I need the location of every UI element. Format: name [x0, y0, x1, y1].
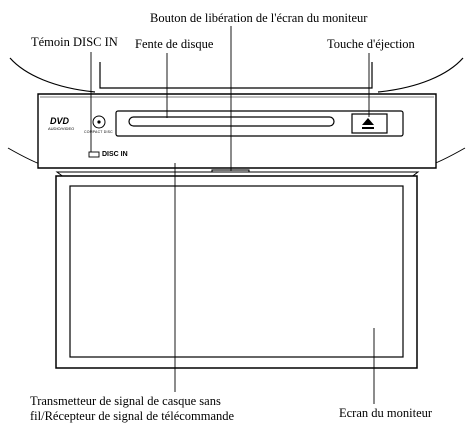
disc-slot: [128, 116, 335, 127]
label-transmitter-line2: fil/Récepteur de signal de télécommande: [30, 409, 235, 423]
label-disc-slot: Fente de disque: [135, 37, 214, 51]
disc-in-led: [88, 151, 100, 158]
disc-in-text: DISC IN: [102, 151, 128, 158]
compact-disc-logo: [92, 115, 106, 129]
mount-bracket: [99, 62, 373, 89]
label-transmitter-line1: Transmetteur de signal de casque sans: [30, 394, 221, 408]
mount-left-curve: [9, 57, 96, 93]
compact-disc-logo-text: COMPACT DISC: [84, 130, 113, 134]
label-release-button: Bouton de libération de l'écran du monit…: [150, 11, 368, 25]
eject-icon: [362, 118, 374, 129]
label-monitor-screen: Ecran du moniteur: [339, 406, 433, 420]
mount-right-curve: [377, 57, 464, 93]
label-eject-button: Touche d'éjection: [327, 37, 415, 51]
dvd-logo: [48, 116, 70, 126]
dvd-logo-text: DVD: [50, 116, 70, 126]
monitor-screen: [69, 185, 404, 358]
dvd-logo-subtext: AUDIO/VIDEO: [48, 126, 75, 131]
label-disc-in-indicator: Témoin DISC IN: [31, 35, 118, 49]
